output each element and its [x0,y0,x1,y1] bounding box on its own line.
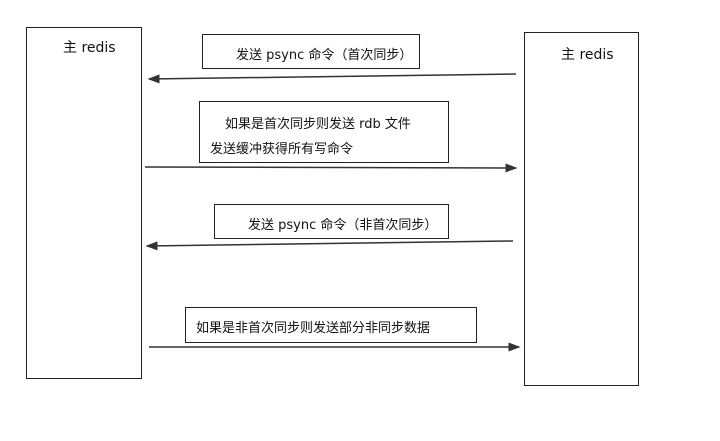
arrow-2 [144,163,518,173]
message-box-4: 如果是非首次同步则发送部分非同步数据 [185,307,477,343]
arrow-3 [145,240,514,251]
right-redis-node: 主 redis [524,32,639,386]
arrow-1 [147,73,517,84]
left-node-label: 主 redis [63,40,116,56]
right-node-label: 主 redis [561,47,614,63]
message-text: 发送 psync 命令（非首次同步） [248,218,438,233]
message-box-3: 发送 psync 命令（非首次同步） [214,204,449,239]
message-text: 如果是非首次同步则发送部分非同步数据 [196,321,431,336]
message-text: 如果是首次同步则发送 rdb 文件 [225,117,411,132]
message-text: 发送缓冲获得所有写命令 [210,142,354,157]
message-box-1: 发送 psync 命令（首次同步） [202,34,420,69]
message-text: 发送 psync 命令（首次同步） [236,48,413,63]
message-box-2: 如果是首次同步则发送 rdb 文件 发送缓冲获得所有写命令 [199,101,449,163]
left-redis-node: 主 redis [26,27,142,379]
